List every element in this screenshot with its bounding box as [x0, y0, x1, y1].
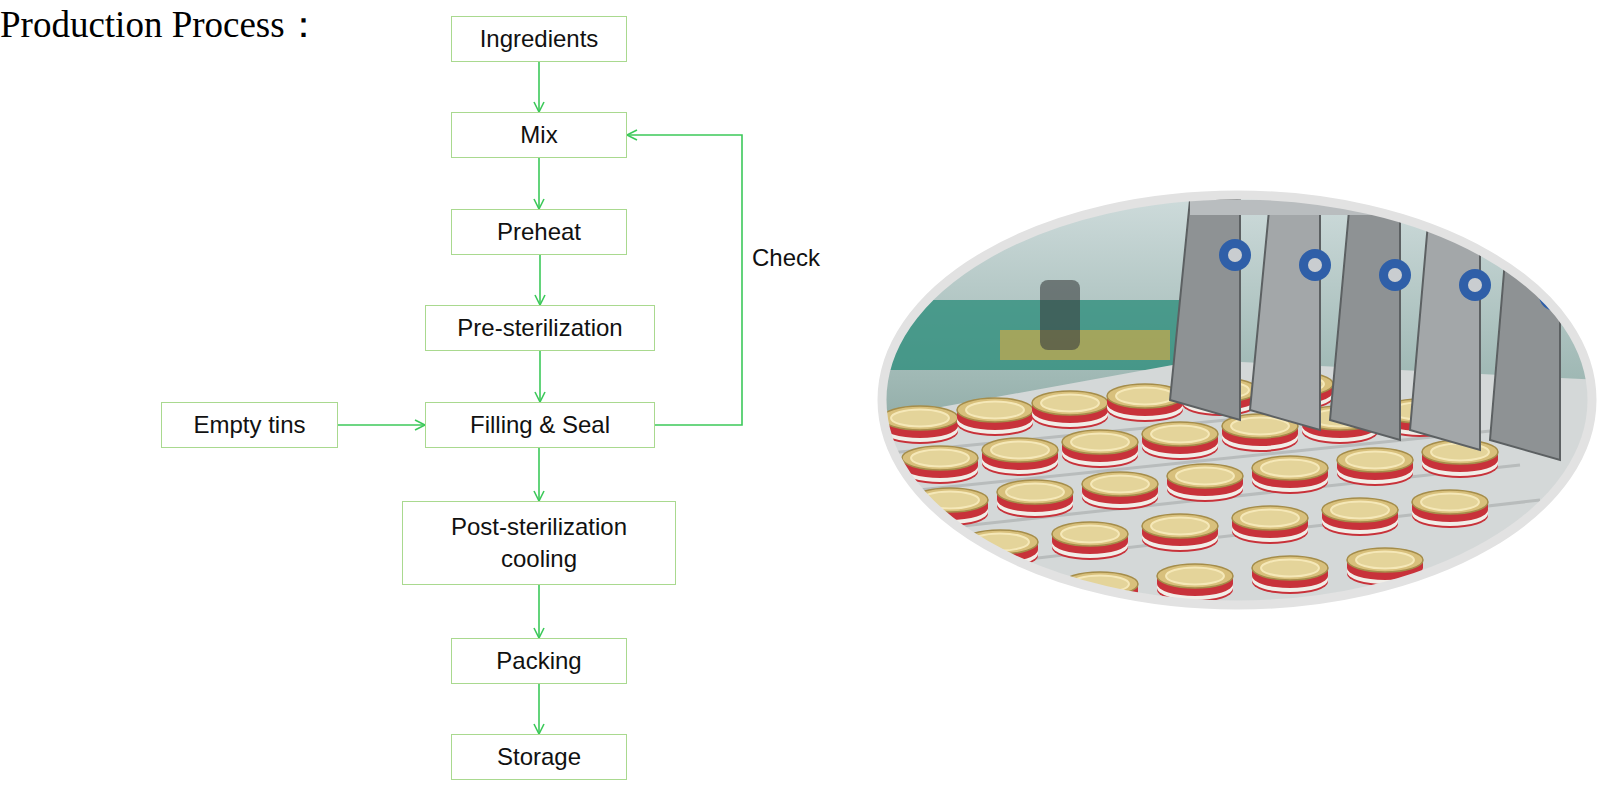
can — [1142, 422, 1218, 460]
graphic-part — [1379, 259, 1411, 291]
flow-arrow — [627, 135, 742, 425]
flow-arrow — [538, 448, 540, 501]
process-box: Post-sterilization cooling — [402, 501, 676, 585]
process-label: Mix — [520, 119, 557, 151]
graphic-part — [1388, 268, 1402, 282]
photo-frame — [882, 195, 1592, 605]
process-label: Packing — [496, 645, 581, 677]
can — [1337, 448, 1413, 486]
photo-content — [870, 190, 1600, 610]
graphic-part — [1170, 200, 1240, 420]
can — [1252, 456, 1328, 494]
process-box: Mix — [451, 112, 627, 158]
can — [1052, 522, 1128, 560]
can — [1142, 514, 1218, 552]
flow-arrow — [538, 684, 540, 734]
process-box: Ingredients — [451, 16, 627, 62]
can — [1422, 440, 1498, 478]
graphic-part — [1228, 248, 1242, 262]
graphic-part — [1219, 239, 1251, 271]
can — [1322, 498, 1398, 536]
process-label: Preheat — [497, 216, 581, 248]
process-label: Post-sterilization cooling — [424, 511, 654, 576]
process-box: Pre-sterilization — [425, 305, 655, 351]
process-label: Storage — [497, 741, 581, 773]
can — [882, 406, 958, 444]
can — [1157, 564, 1233, 602]
process-box: Packing — [451, 638, 627, 684]
flow-arrow — [539, 255, 541, 305]
can — [1252, 556, 1328, 594]
graphic-part — [1468, 278, 1482, 292]
blurred-product — [1000, 330, 1170, 360]
can — [1232, 506, 1308, 544]
can — [1032, 391, 1108, 429]
flow-arrow — [538, 585, 540, 638]
graphic-part — [1308, 258, 1322, 272]
process-label: Pre-sterilization — [457, 312, 622, 344]
process-box: Empty tins — [161, 402, 338, 448]
graphic-part — [1330, 200, 1400, 440]
flow-arrow — [539, 351, 541, 402]
graphic-part — [1490, 200, 1560, 460]
flow-arrow — [538, 62, 540, 112]
can — [982, 438, 1058, 476]
can — [957, 398, 1033, 436]
guide-plates — [1170, 200, 1600, 460]
process-label: Ingredients — [480, 23, 599, 55]
edge-label: Check — [750, 244, 822, 272]
can — [1082, 472, 1158, 510]
flow-arrow — [538, 158, 540, 209]
can — [1062, 430, 1138, 468]
graphic-part — [1250, 200, 1320, 430]
can — [1167, 464, 1243, 502]
flow-arrow — [338, 424, 425, 426]
blurred-part — [1040, 280, 1080, 350]
can — [1412, 490, 1488, 528]
diagram-title: Production Process： — [0, 0, 322, 50]
graphic-part — [1299, 249, 1331, 281]
process-label: Filling & Seal — [470, 409, 610, 441]
process-box: Preheat — [451, 209, 627, 255]
process-box: Storage — [451, 734, 627, 780]
graphic-part — [1459, 269, 1491, 301]
process-label: Empty tins — [193, 409, 305, 441]
can — [997, 480, 1073, 518]
process-box: Filling & Seal — [425, 402, 655, 448]
